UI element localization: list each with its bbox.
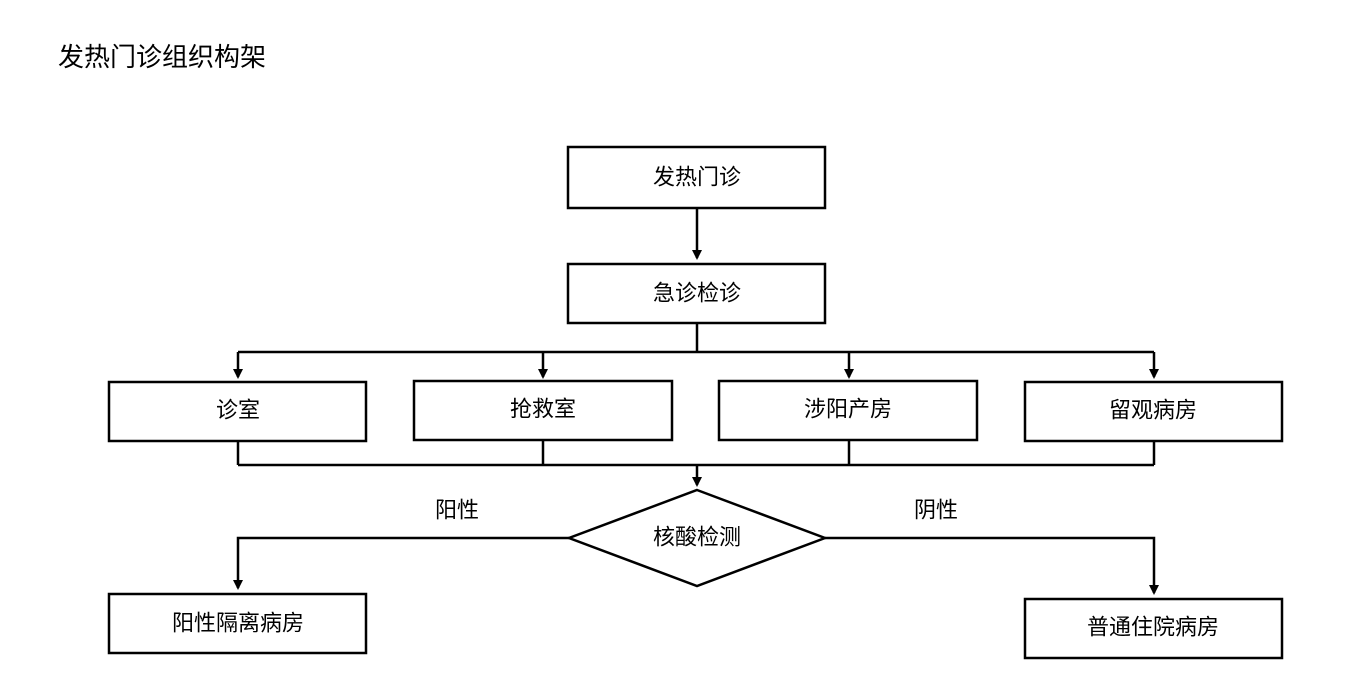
node-fever-clinic-box	[566, 145, 827, 210]
node-rescue-room-label: 抢救室	[510, 398, 576, 423]
node-emergency-check-box	[566, 262, 827, 325]
node-nucleic-test-label: 核酸检测	[653, 526, 741, 551]
node-observation-ward-box	[1023, 380, 1284, 443]
edge-label-positive: 阳性	[435, 499, 479, 524]
node-delivery-room-box	[717, 379, 979, 442]
node-general-ward-label: 普通住院病房	[1087, 616, 1219, 641]
node-fever-clinic-label: 发热门诊	[653, 166, 741, 191]
node-consult-room-box	[107, 380, 368, 443]
nodes	[107, 145, 1284, 660]
node-general-ward-box	[1023, 597, 1284, 660]
page-title: 发热门诊组织构架	[58, 43, 267, 73]
node-positive-isolation-ward-label: 阳性隔离病房	[172, 612, 304, 637]
node-observation-ward-label: 留观病房	[1109, 399, 1197, 424]
node-emergency-check-label: 急诊检诊	[653, 282, 741, 307]
node-consult-room-label: 诊室	[216, 399, 260, 424]
node-rescue-room-box	[412, 379, 674, 442]
edge-negative-branch	[825, 536, 1159, 595]
edge-positive-branch	[233, 536, 569, 590]
node-positive-isolation-ward-box	[107, 592, 368, 655]
edge-label-negative: 阴性	[914, 499, 958, 524]
connectors	[233, 208, 1159, 595]
node-nucleic-test-diamond	[565, 488, 829, 588]
node-delivery-room-label: 涉阳产房	[804, 398, 892, 423]
